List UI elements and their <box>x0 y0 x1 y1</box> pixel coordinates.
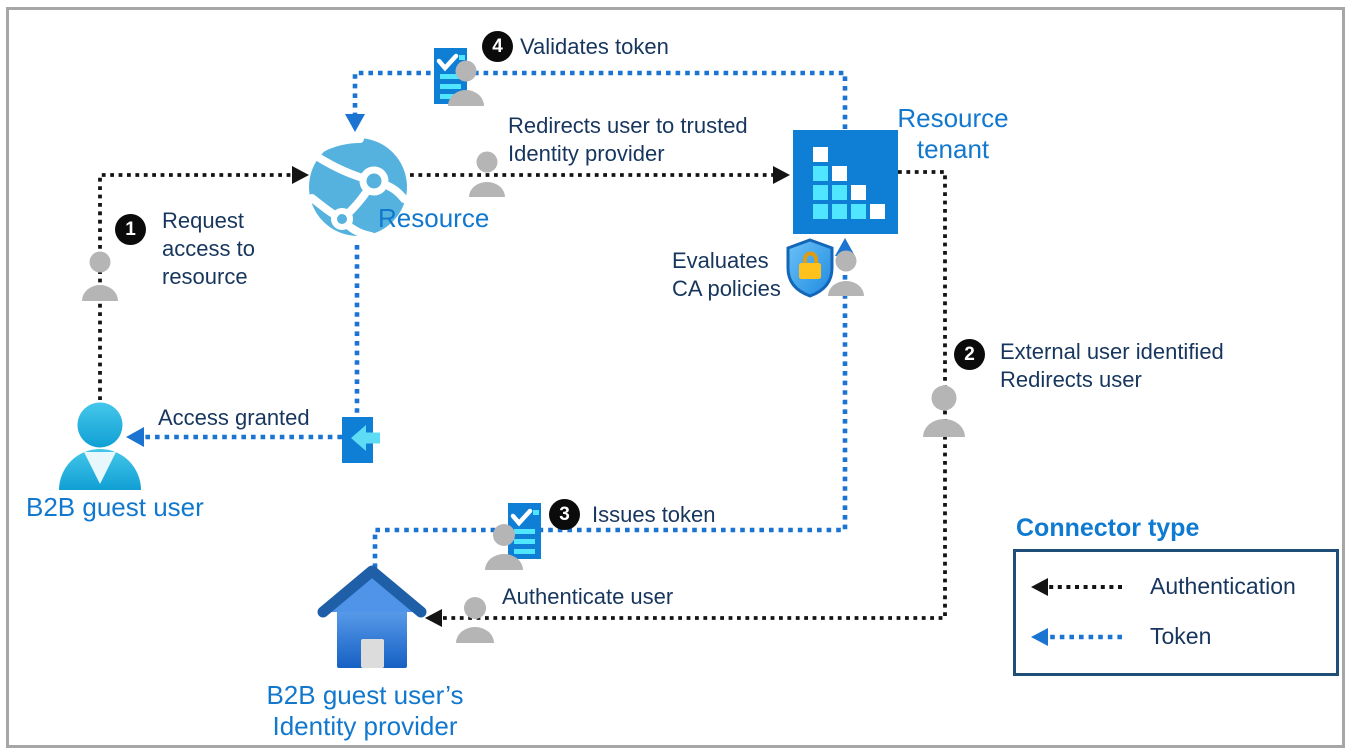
evaluates-ca-annotation: Evaluates CA policies <box>672 248 781 301</box>
user-silhouette-redirect-line <box>469 151 505 197</box>
redirect-annotation: Redirects user to trusted Identity provi… <box>508 113 748 166</box>
user-silhouette-request-line <box>82 251 118 301</box>
b2b-guest-user-icon <box>59 402 141 490</box>
legend-item-authentication: Authentication <box>1150 573 1296 599</box>
step-3-badge: 3 <box>549 499 580 530</box>
step-4-text: Validates token <box>520 34 669 59</box>
b2b-guest-user-label: B2B guest user <box>26 492 204 522</box>
user-silhouette-validates-token <box>448 60 484 106</box>
outer-border <box>6 7 1345 748</box>
resource-label: Resource <box>378 203 490 233</box>
resource-tenant-icon <box>793 130 898 234</box>
token-connector-validates-token <box>345 70 848 132</box>
access-granted-annotation: Access granted <box>158 405 310 430</box>
signin-door-icon <box>342 417 380 463</box>
user-silhouette-authenticate-line <box>456 597 494 643</box>
legend-item-token: Token <box>1150 623 1212 649</box>
step-1-badge: 1 <box>115 214 146 245</box>
user-silhouette-issues-token <box>485 524 523 570</box>
auth-connector-request-access <box>98 166 309 400</box>
legend-title: Connector type <box>1016 514 1200 542</box>
shield-lock-icon <box>786 238 834 298</box>
step-2-text: External user identified Redirects user <box>1000 339 1224 392</box>
legend-box <box>1013 549 1339 676</box>
step-1-text: Request access to resource <box>162 208 255 289</box>
legend-token-arrow <box>1031 628 1122 646</box>
user-silhouette-ca-policies <box>828 250 864 296</box>
home-icon <box>317 565 427 668</box>
legend-authentication-arrow <box>1031 578 1122 596</box>
auth-connector-redirect <box>410 166 790 184</box>
resource-globe-icon <box>308 135 408 240</box>
authenticate-annotation: Authenticate user <box>502 584 674 609</box>
identity-provider-label: B2B guest user’s Identity provider <box>266 680 464 741</box>
step-4-badge: 4 <box>482 31 513 62</box>
resource-tenant-label: Resource tenant <box>897 103 1009 164</box>
step-2-badge: 2 <box>954 339 985 370</box>
user-silhouette-external-user <box>923 385 965 437</box>
token-connector-access-granted <box>126 245 360 447</box>
step-3-text: Issues token <box>592 502 716 527</box>
